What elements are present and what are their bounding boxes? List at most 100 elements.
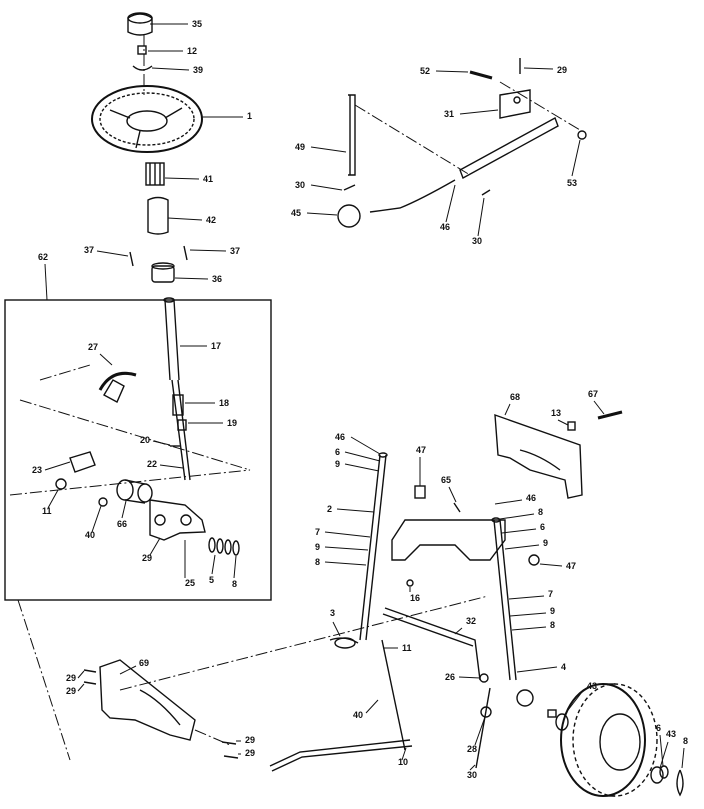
frame-dash-a [19, 399, 251, 471]
leader-line [508, 595, 545, 600]
callout-label: 16 [410, 593, 420, 603]
leader-line [511, 626, 547, 631]
leader-line [504, 544, 540, 550]
leader-line [167, 217, 203, 221]
callout-c3: 3 [330, 608, 341, 637]
steering-cap [127, 12, 153, 36]
callout-label: 46 [335, 432, 345, 442]
callout-c7a: 7 [315, 527, 371, 538]
callout-label: 7 [315, 527, 320, 537]
callout-c27: 27 [88, 342, 113, 366]
sector-gear [98, 371, 137, 403]
callout-c22: 22 [147, 459, 184, 469]
pin-16 [406, 579, 414, 587]
callout-label: 29 [66, 673, 76, 683]
callout-c46b: 46 [494, 493, 536, 505]
callout-label: 29 [245, 748, 255, 758]
callout-c2: 2 [327, 504, 375, 514]
callout-c9a: 9 [335, 459, 380, 472]
callout-c29f: 29 [238, 748, 255, 758]
spindle-2 [359, 452, 388, 641]
leader-line [159, 464, 184, 469]
callout-label: 30 [467, 770, 477, 780]
callout-label: 13 [551, 408, 561, 418]
tie-link-right [475, 687, 491, 769]
leader-line [435, 70, 469, 73]
callout-label: 23 [32, 465, 42, 475]
tie-rod-10 [269, 739, 413, 772]
callout-c43b: 43 [659, 729, 676, 769]
callout-c42: 42 [167, 215, 216, 225]
callout-label: 27 [88, 342, 98, 352]
callout-label: 6 [540, 522, 545, 532]
steering-wheel [91, 85, 203, 153]
callout-label: 49 [295, 142, 305, 152]
callout-label: 17 [211, 341, 221, 351]
callout-c11a: 11 [42, 489, 59, 516]
leader-line [44, 461, 71, 471]
callout-label: 12 [187, 46, 197, 56]
callout-label: 25 [185, 578, 195, 588]
leader-line [332, 621, 341, 637]
callout-c8d: 8 [511, 620, 555, 631]
axle-bracket-68 [494, 413, 583, 499]
leader-line [151, 67, 190, 71]
leader-line [164, 177, 200, 180]
callout-label: 8 [315, 557, 320, 567]
lever-rod-46 [369, 116, 559, 213]
leader-line [474, 716, 486, 746]
callout-c29b: 29 [523, 65, 567, 75]
callout-c37b: 37 [189, 246, 240, 256]
callout-label: 1 [247, 111, 252, 121]
leader-line [459, 109, 499, 115]
leader-line [509, 612, 547, 617]
callout-label: 43 [666, 729, 676, 739]
callout-c35: 35 [150, 19, 202, 29]
spacer-66 [116, 479, 153, 504]
callout-c7b: 7 [508, 589, 553, 600]
frame-dash-c [39, 364, 91, 381]
leader-line [96, 250, 129, 257]
leader-line [458, 676, 481, 679]
spacer-6c [659, 765, 669, 779]
frame-dash-d [17, 599, 71, 761]
callout-label: 2 [327, 504, 332, 514]
leader-line [211, 554, 216, 575]
callout-label: 46 [440, 222, 450, 232]
callout-label: 5 [209, 575, 214, 585]
callout-label: 8 [232, 579, 237, 589]
callout-c31: 31 [444, 109, 499, 119]
steering-nut [137, 45, 147, 55]
callout-c19: 19 [188, 418, 237, 428]
leader-line [350, 436, 381, 455]
bearing [177, 419, 187, 431]
callout-label: 45 [291, 208, 301, 218]
bolt-40 [98, 497, 108, 507]
leader-line [494, 499, 523, 505]
callout-label: 65 [441, 475, 451, 485]
callout-c13: 13 [551, 408, 569, 426]
callout-label: 40 [85, 530, 95, 540]
clip-28 [480, 706, 492, 718]
callout-c12: 12 [148, 46, 197, 56]
leader-line [44, 263, 48, 301]
callout-c53: 53 [567, 139, 581, 188]
bracket-31 [499, 89, 531, 119]
steering-plate [149, 499, 206, 541]
inset-frame [4, 299, 272, 601]
axle-beam [391, 519, 506, 561]
callout-label: 8 [683, 736, 688, 746]
callout-label: 30 [472, 236, 482, 246]
pins-29-right [221, 741, 239, 759]
leader-line [469, 764, 476, 771]
callout-c37a: 37 [84, 245, 129, 257]
steering-adapter [145, 162, 165, 186]
pins-29-left [83, 669, 97, 685]
callout-label: 8 [538, 507, 543, 517]
callout-label: 39 [193, 65, 203, 75]
callout-label: 35 [192, 19, 202, 29]
callout-label: 68 [510, 392, 520, 402]
callout-label: 11 [402, 643, 412, 653]
washer-43a [555, 713, 569, 731]
